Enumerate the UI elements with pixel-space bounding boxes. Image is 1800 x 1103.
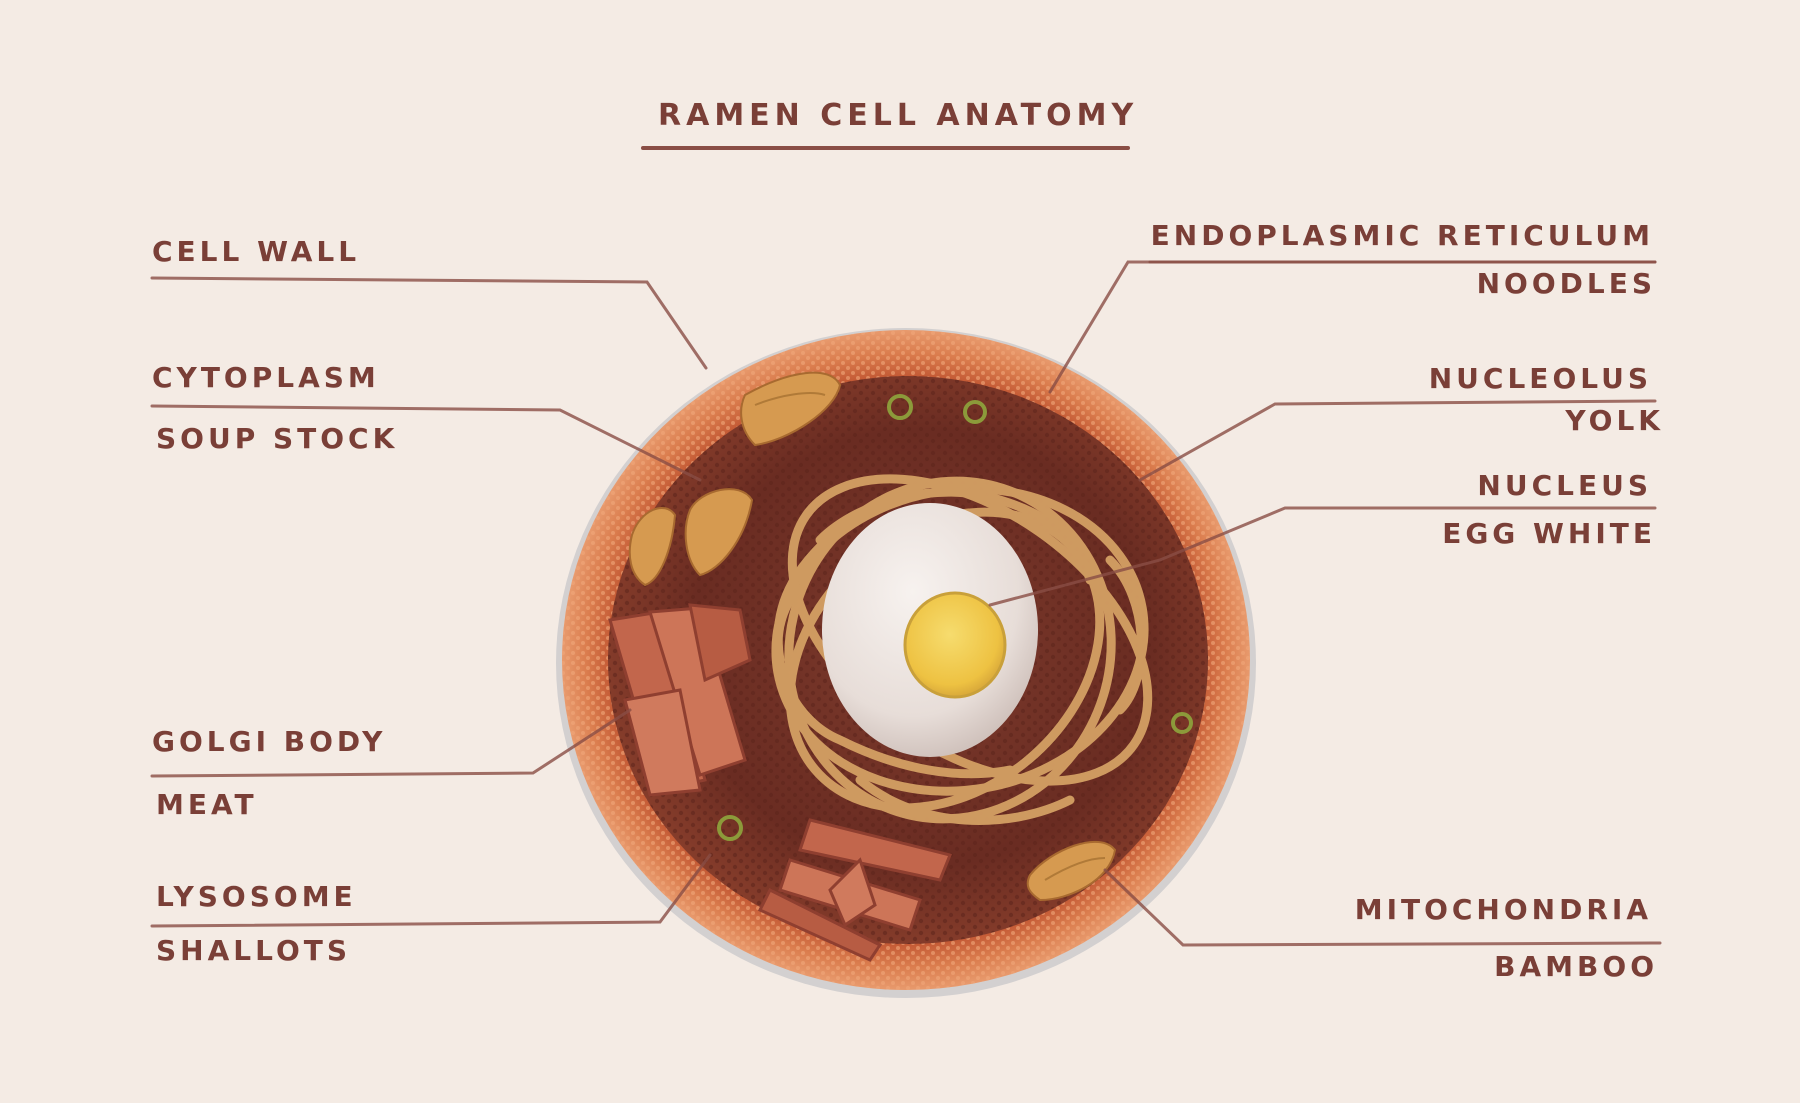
label-mitochondria: MITOCHONDRIA [1354, 893, 1652, 926]
leader-lines [150, 260, 1662, 947]
leader-cell-wall [150, 276, 708, 370]
leader-nucleus [988, 506, 1657, 607]
label-bamboo: BAMBOO [1494, 950, 1658, 983]
leader-golgi [150, 708, 632, 778]
yolk [903, 591, 1007, 699]
label-lysosome: LYSOSOME [156, 880, 357, 913]
label-cytoplasm: CYTOPLASM [152, 361, 380, 394]
label-shallots: SHALLOTS [156, 934, 352, 967]
label-noodles: NOODLES [1476, 267, 1656, 300]
label-golgi-body: GOLGI BODY [152, 725, 387, 758]
leader-lysosome [150, 853, 712, 928]
page-title: RAMEN CELL ANATOMY [658, 98, 1139, 133]
label-nucleolus: NUCLEOLUS [1428, 362, 1652, 395]
label-egg-white: EGG WHITE [1442, 517, 1656, 550]
leader-mitochondria [1103, 868, 1662, 947]
label-nucleus: NUCLEUS [1477, 469, 1652, 502]
shallot-rings [717, 394, 1193, 841]
label-yolk: YOLK [1565, 404, 1664, 437]
label-endoplasmic-reticulum: ENDOPLASMIC RETICULUM [1150, 219, 1654, 252]
label-soup-stock: SOUP STOCK [156, 422, 399, 455]
label-cell-wall: CELL WALL [152, 235, 361, 268]
leader-nucleolus [1138, 399, 1657, 482]
meat-lysosome [757, 818, 953, 962]
label-meat: MEAT [156, 788, 258, 821]
bamboo [628, 371, 1117, 902]
meat-golgi [608, 603, 752, 797]
leader-cytoplasm [150, 404, 702, 482]
